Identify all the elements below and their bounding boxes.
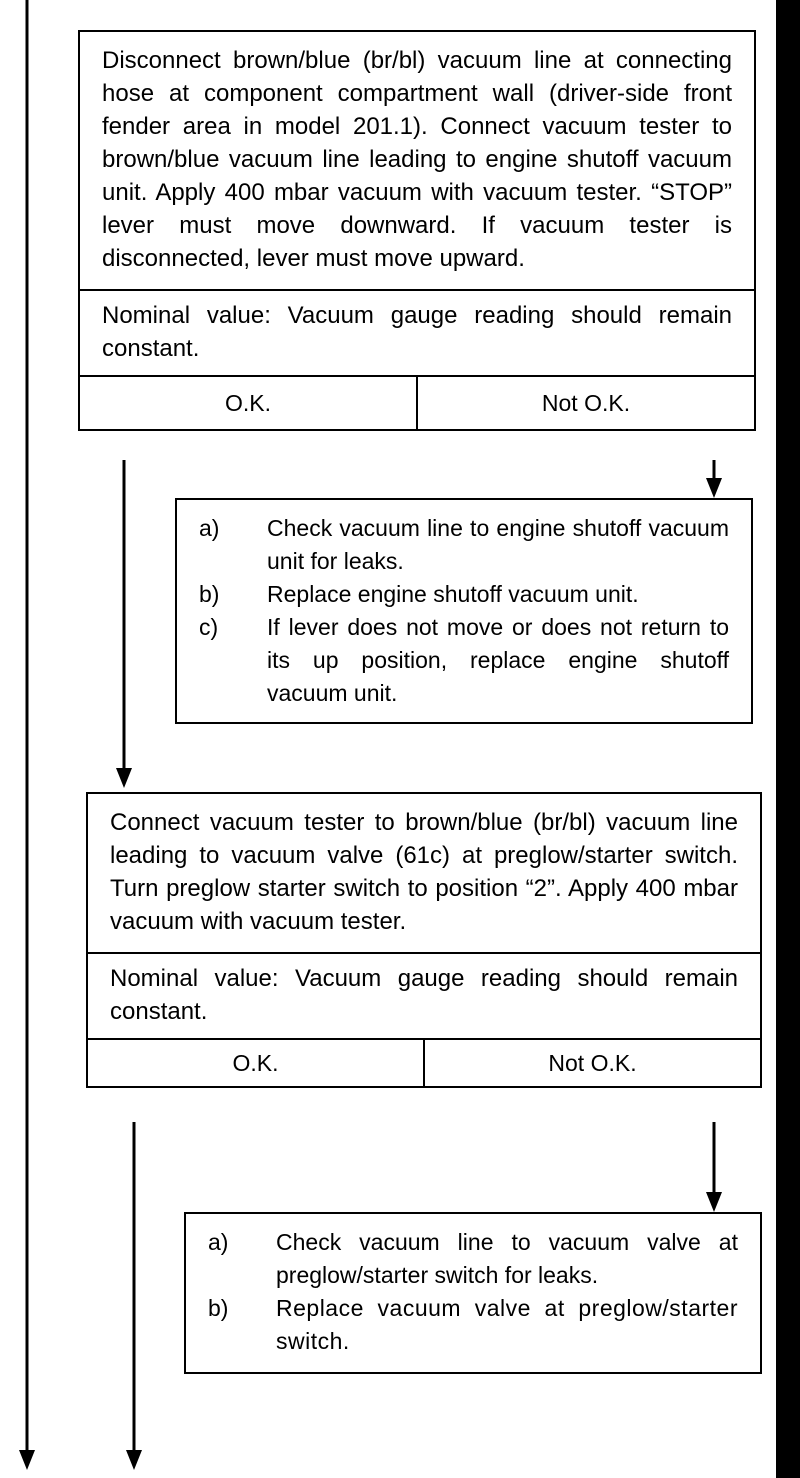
remedy2-item-label: a): [208, 1229, 229, 1255]
remedy1-item: b) Replace engine shutoff vacuum unit.: [199, 578, 729, 611]
remedy1-item-text: If lever does not move or does not retur…: [267, 614, 729, 706]
remedy1-box: a) Check vacuum line to engine shutoff v…: [175, 498, 753, 724]
remedy2-item-text: Check vacuum line to vacuum valve at pre…: [276, 1229, 738, 1288]
ok2-flow-arrow: [126, 1450, 142, 1470]
notok1-flow-arrow: [706, 478, 722, 498]
step1-nominal-value: Nominal value: Vacuum gauge reading shou…: [80, 291, 754, 377]
remedy1-item: c) If lever does not move or does not re…: [199, 611, 729, 710]
remedy2-box: a) Check vacuum line to vacuum valve at …: [184, 1212, 762, 1374]
step2-not-ok-cell: Not O.K.: [548, 1049, 637, 1076]
step2-nominal-value: Nominal value: Vacuum gauge reading shou…: [88, 954, 760, 1040]
left-flow-arrow: [19, 1450, 35, 1470]
step2-ok-cell: O.K.: [88, 1040, 425, 1086]
step1-box: Disconnect brown/blue (br/bl) vacuum lin…: [78, 30, 756, 431]
step1-instruction: Disconnect brown/blue (br/bl) vacuum lin…: [80, 32, 754, 291]
step2-box: Connect vacuum tester to brown/blue (br/…: [86, 792, 762, 1088]
remedy1-item: a) Check vacuum line to engine shutoff v…: [199, 512, 729, 578]
remedy1-item-text: Check vacuum line to engine shutoff vacu…: [267, 515, 729, 574]
remedy2-item: b) Replace vacuum valve at preglow/start…: [208, 1292, 738, 1358]
step2-result-row: O.K. Not O.K.: [88, 1040, 760, 1086]
remedy1-item-label: c): [199, 614, 219, 640]
notok2-flow-arrow: [706, 1192, 722, 1212]
step2-instruction: Connect vacuum tester to brown/blue (br/…: [88, 794, 760, 954]
step1-result-row: O.K. Not O.K.: [80, 377, 754, 429]
remedy2-item-label: b): [208, 1295, 229, 1321]
remedy2-item-text: Replace vacuum valve at preglow/starter …: [276, 1295, 738, 1354]
step1-ok-cell: O.K.: [80, 377, 418, 429]
remedy2-item: a) Check vacuum line to vacuum valve at …: [208, 1226, 738, 1292]
ok1-flow-arrow: [116, 768, 132, 788]
page-edge-bar: [776, 0, 800, 1478]
remedy1-item-label: a): [199, 515, 220, 541]
remedy1-item-text: Replace engine shutoff vacuum unit.: [267, 581, 639, 607]
step1-not-ok-cell: Not O.K.: [541, 389, 631, 416]
remedy1-item-label: b): [199, 581, 220, 607]
